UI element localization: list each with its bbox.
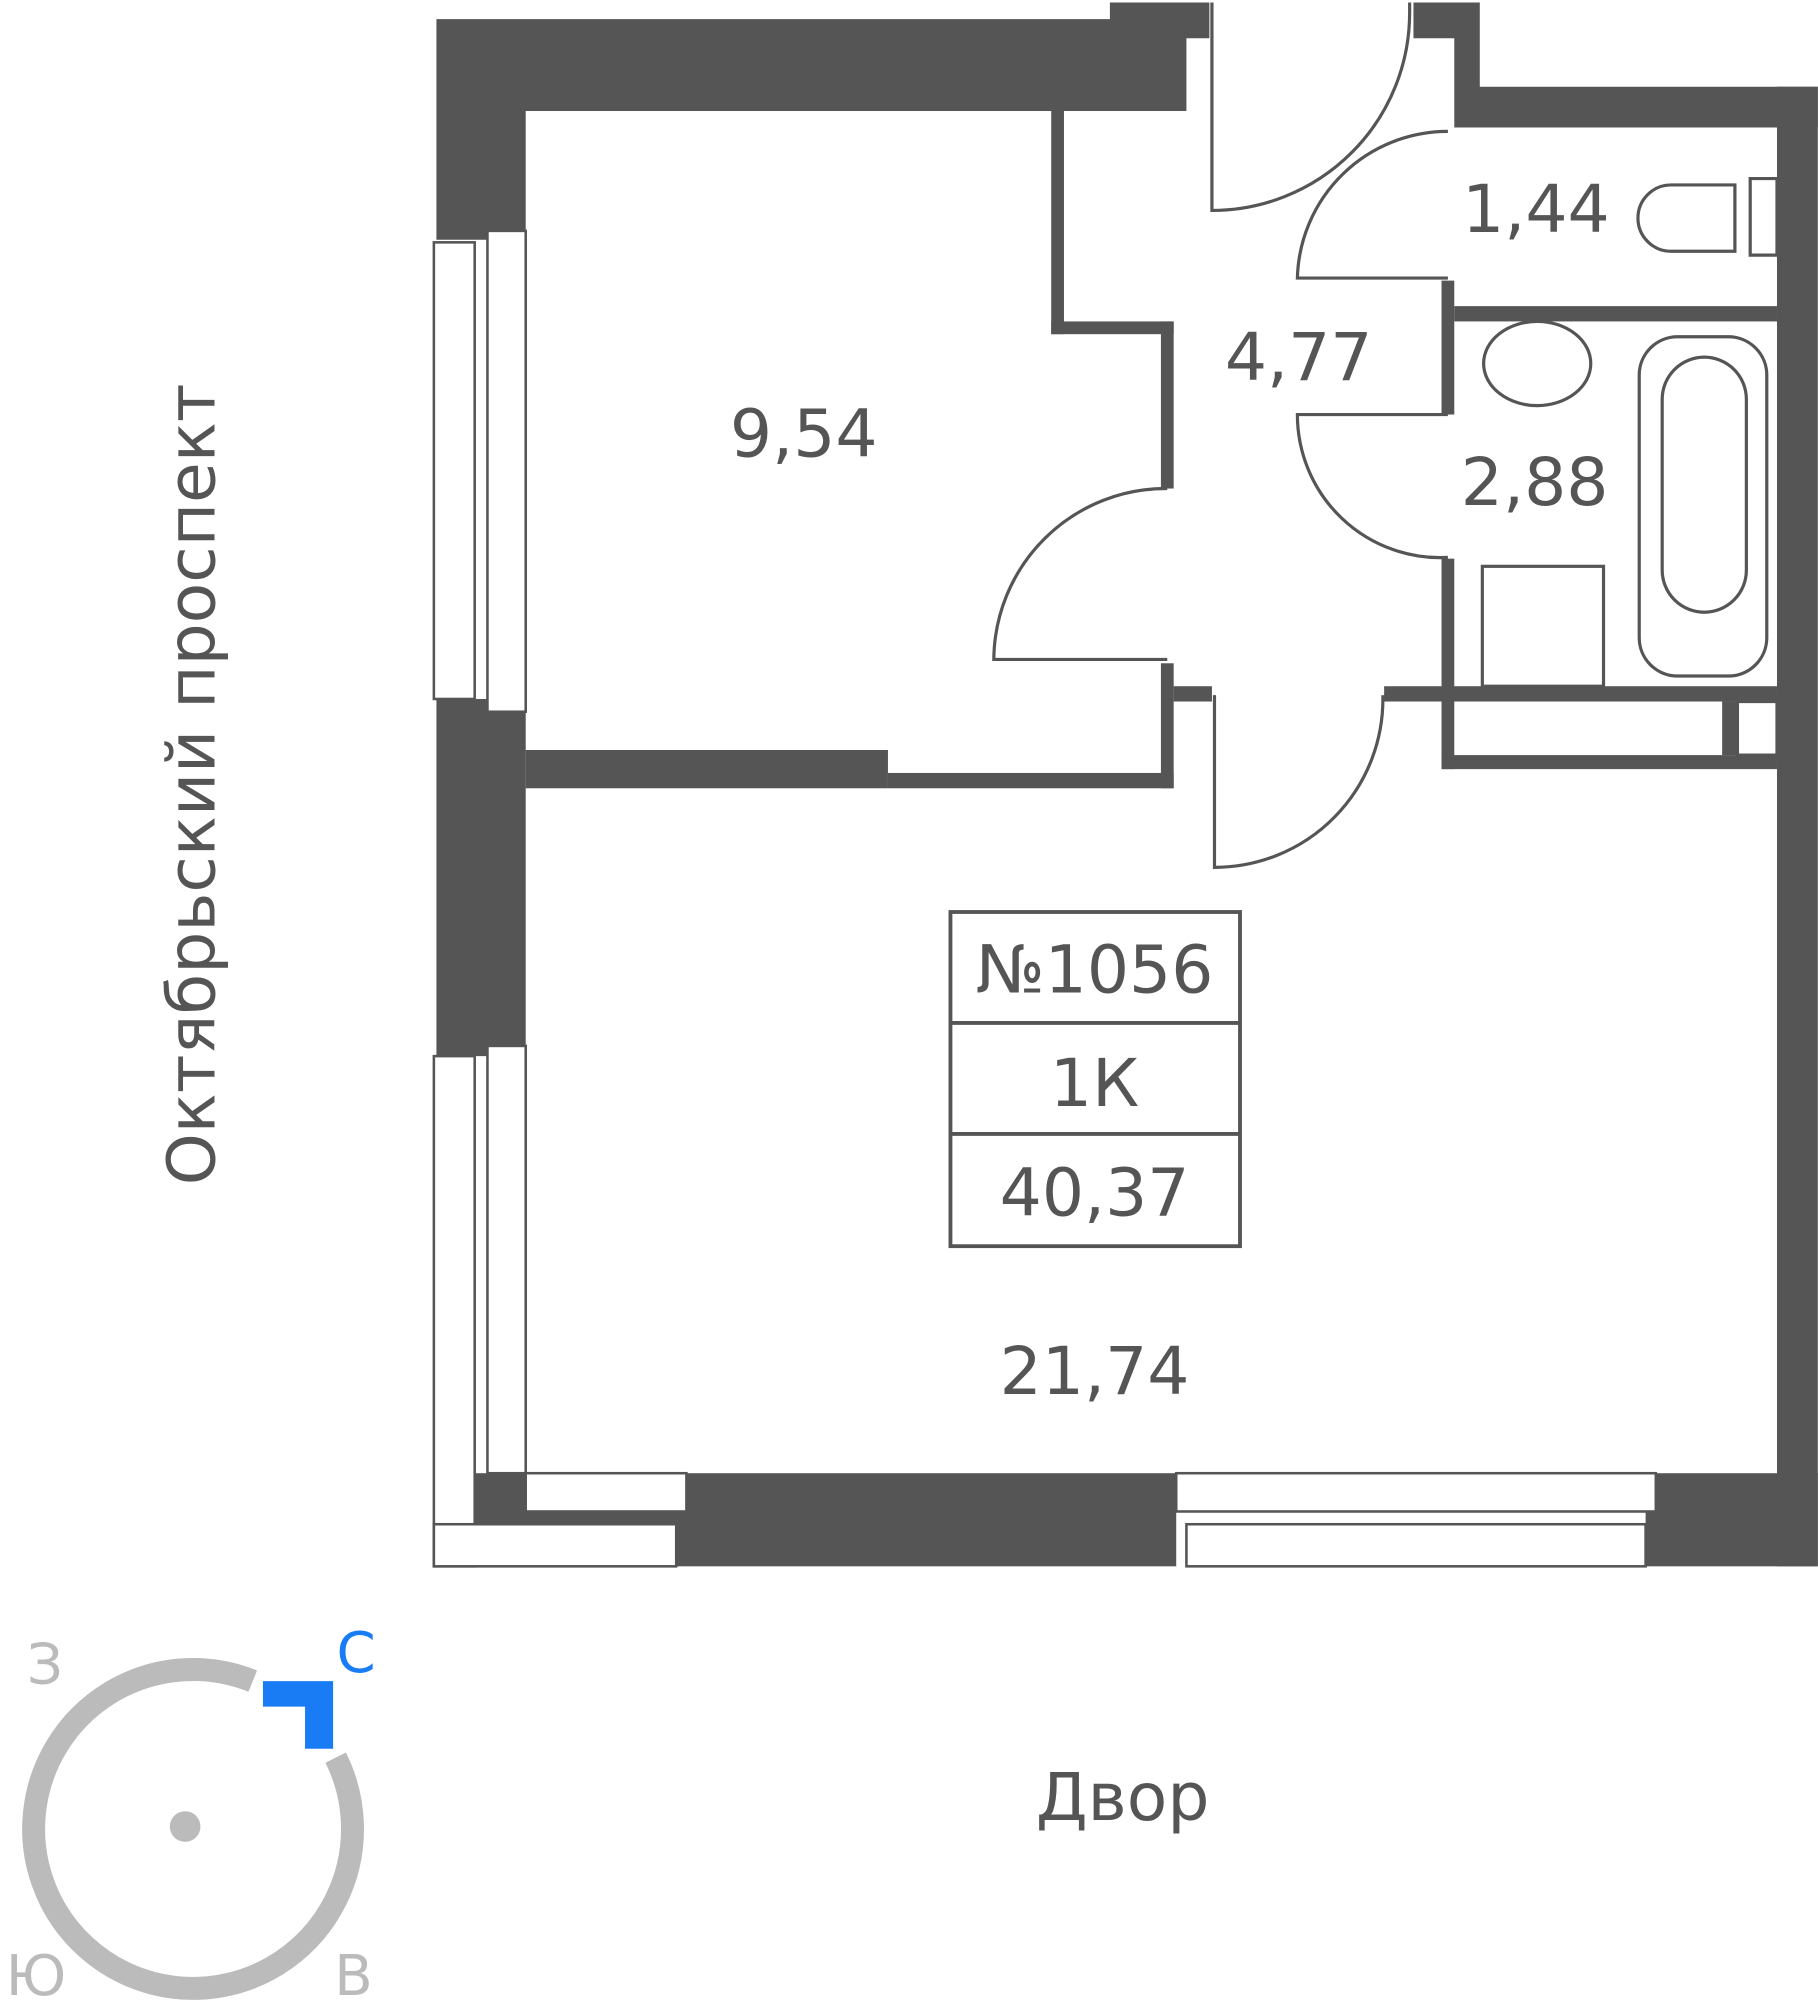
compass-south: Ю <box>6 1944 67 2000</box>
total-area: 40,37 <box>1000 1154 1190 1232</box>
north-marker-icon <box>262 1681 334 1749</box>
bathtub-icon <box>1637 335 1769 678</box>
room-area-toilet: 1,44 <box>1462 170 1610 248</box>
room-area-hall: 4,77 <box>1225 318 1373 396</box>
room-area-bedroom: 9,54 <box>730 395 878 473</box>
toilet-icon <box>1636 176 1779 257</box>
apartment-type: 1К <box>1050 1044 1139 1122</box>
windows <box>432 229 1658 1568</box>
compass-east: В <box>334 1944 373 2000</box>
apartment-info-box: №1056 1К 40,37 <box>948 910 1242 1249</box>
compass: З С Ю В <box>6 1621 376 2000</box>
room-area-bathroom: 2,88 <box>1461 443 1609 521</box>
sink-icon <box>1482 319 1593 408</box>
apartment-number: №1056 <box>976 930 1214 1008</box>
room-area-living: 21,74 <box>1000 1332 1190 1410</box>
compass-west: З <box>27 1633 63 1698</box>
street-label: Октябрьский проспект <box>152 383 230 1185</box>
washing-machine-area <box>1480 564 1606 688</box>
doors <box>992 2 1448 869</box>
compass-north: С <box>336 1621 375 1686</box>
yard-label: Двор <box>1036 1758 1210 1836</box>
fixtures <box>1480 176 1779 757</box>
